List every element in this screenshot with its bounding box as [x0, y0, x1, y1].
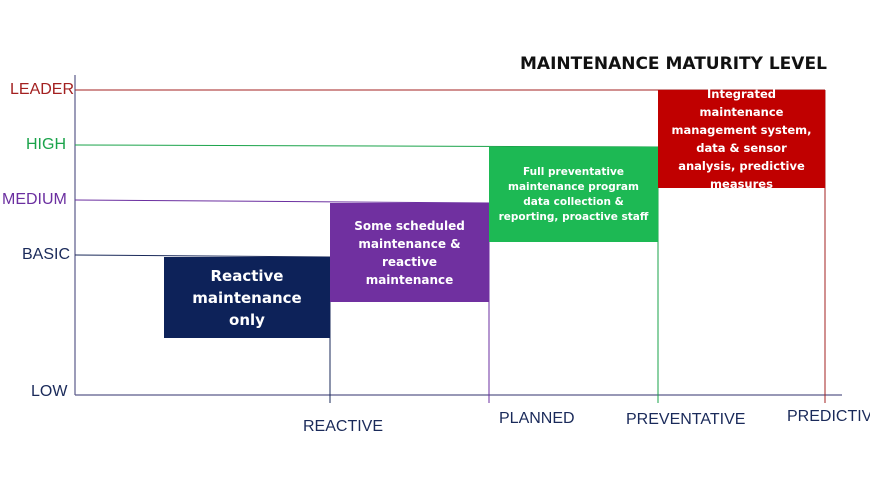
high-level-line [74, 144, 659, 148]
x-label-preventative: PREVENTATIVE [626, 411, 746, 428]
planned-stage-box: Some scheduled maintenance & reactive ma… [330, 203, 489, 302]
basic-level-line [74, 254, 331, 258]
preventative-stage-box: Full preventative maintenance program da… [489, 147, 658, 242]
y-label-leader: LEADER [10, 81, 75, 98]
x-label-predictive: PREDICTIVE [787, 408, 870, 425]
y-label-medium: MEDIUM [2, 191, 67, 208]
x-label-planned: PLANNED [499, 410, 575, 427]
diagram-title: MAINTENANCE MATURITY LEVEL [520, 54, 827, 74]
reactive-stage-box: Reactive maintenance only [164, 257, 330, 338]
y-label-high: HIGH [26, 136, 66, 153]
y-label-basic: BASIC [22, 246, 71, 263]
x-label-reactive: REACTIVE [303, 418, 384, 435]
y-label-low: LOW [31, 383, 68, 400]
predictive-stage-box: Integrated maintenance management system… [658, 87, 825, 191]
medium-level-line [74, 199, 491, 204]
